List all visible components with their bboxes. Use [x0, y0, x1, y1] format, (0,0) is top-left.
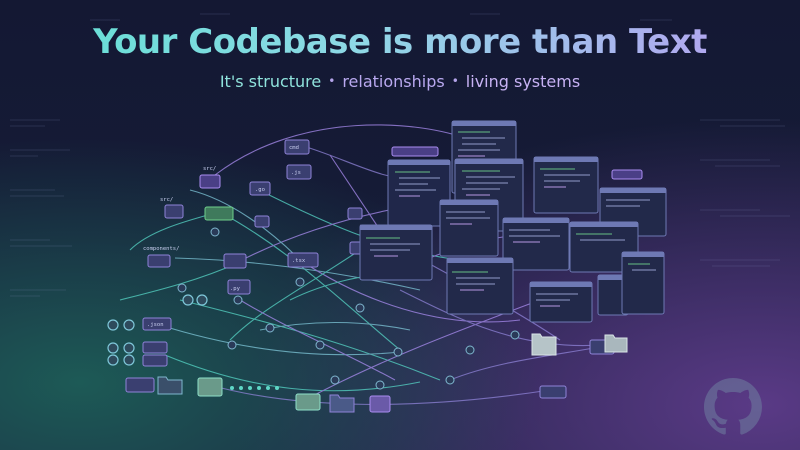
- subline-structure: It's structure: [219, 72, 322, 91]
- file-node: [204, 206, 234, 221]
- file-node: [227, 279, 251, 295]
- label-py: .py: [230, 286, 241, 292]
- file-node: [369, 395, 391, 413]
- subline: It's structure • relationships • living syst…: [0, 72, 800, 91]
- file-node: [391, 146, 439, 157]
- file-node: [249, 181, 271, 196]
- file-node: [142, 317, 172, 331]
- file-node: [197, 377, 223, 397]
- code-panel: [502, 217, 570, 271]
- folder-icon: [329, 394, 355, 413]
- file-node: [164, 204, 184, 219]
- label-json: .json: [147, 322, 164, 328]
- background-code-lines: [10, 13, 790, 297]
- label-go: .go: [255, 187, 265, 193]
- code-panel: [621, 251, 665, 315]
- headline: Your Codebase is more than Text: [0, 22, 800, 62]
- file-node: [611, 169, 643, 180]
- code-panels: [359, 120, 667, 323]
- file-node: [142, 341, 168, 354]
- folder-nodes: [157, 333, 628, 413]
- file-node: [347, 207, 363, 220]
- label-js: .js: [291, 170, 301, 176]
- subline-living-systems: living systems: [465, 72, 581, 91]
- label-cmd: cmd: [289, 145, 299, 151]
- code-panel: [446, 257, 514, 315]
- folder-icon: [157, 376, 183, 395]
- label-src: src/: [203, 166, 216, 172]
- file-nodes: [125, 139, 643, 413]
- file-node: [295, 393, 321, 411]
- label-ts: .tsx: [292, 258, 306, 264]
- file-node: [199, 174, 221, 189]
- file-node: [539, 385, 567, 399]
- left-node-cluster: [107, 294, 208, 366]
- code-panel: [439, 199, 499, 257]
- file-node: [284, 139, 310, 155]
- separator-dot: •: [451, 74, 459, 88]
- file-node: [287, 252, 319, 268]
- code-panel: [529, 281, 593, 323]
- folder-icon: [604, 334, 628, 353]
- github-icon: [704, 378, 762, 435]
- code-panel: [533, 156, 599, 214]
- file-node: [147, 254, 171, 268]
- graph-junctions: [177, 227, 520, 390]
- folder-icon: [531, 333, 557, 356]
- label-components: components/: [143, 246, 179, 252]
- file-node: [142, 354, 168, 367]
- panel-code-lines: [366, 131, 656, 307]
- file-node: [286, 164, 312, 180]
- file-node: [125, 377, 155, 393]
- code-panel: [359, 224, 433, 281]
- node-labels: src/ src/ components/ cmd .js .go .tsx .…: [143, 145, 306, 328]
- subline-relationships: relationships: [342, 72, 445, 91]
- dotted-trail: [230, 386, 279, 390]
- label-src-2: src/: [160, 197, 173, 203]
- file-node: [254, 215, 270, 228]
- file-node: [223, 253, 247, 269]
- separator-dot: •: [328, 74, 336, 88]
